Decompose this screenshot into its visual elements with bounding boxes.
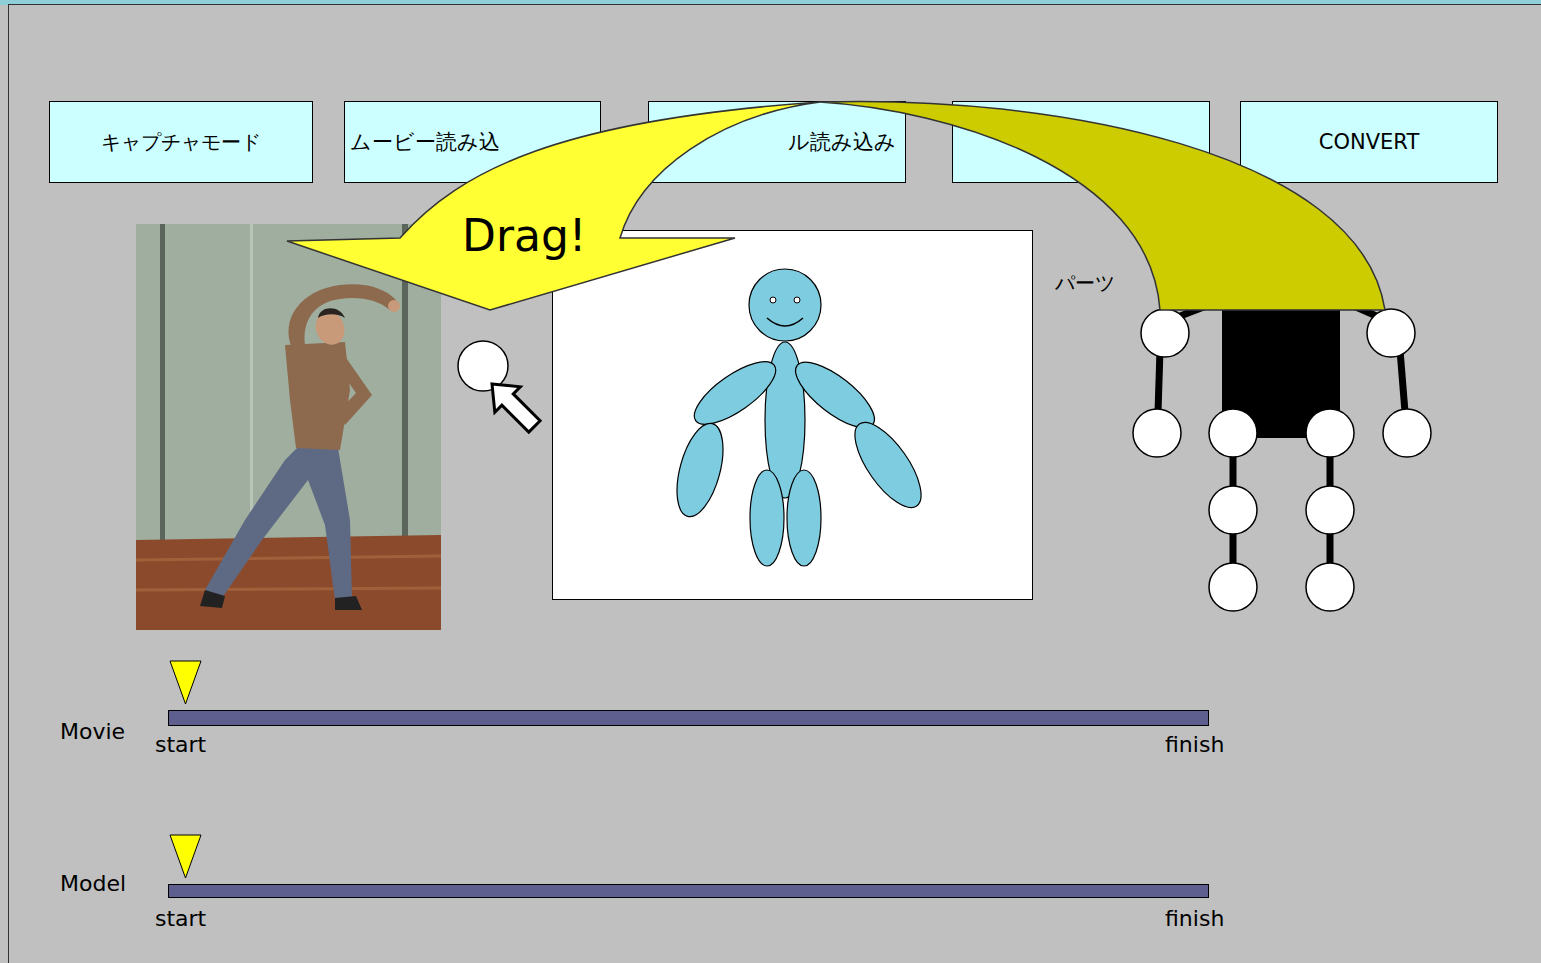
skeleton-model <box>1133 300 1431 611</box>
button-label: ムービー読み込 <box>350 128 500 156</box>
button: キャプチャモード <box>49 101 313 183</box>
button-label: CONVERT <box>1319 130 1419 154</box>
photo <box>136 224 441 630</box>
track-name: Model <box>60 871 126 897</box>
track-start: start <box>155 906 206 932</box>
button-label: キャプチャモード <box>101 129 261 156</box>
track-start: start <box>155 732 206 758</box>
track-name: Movie <box>60 719 125 745</box>
drag-label: Drag! <box>462 210 587 263</box>
button: ル読み込み <box>648 101 906 183</box>
window-frame <box>9 5 1541 963</box>
drag-arrow-front <box>287 102 820 310</box>
circle-and-pointer <box>458 341 547 439</box>
button: ムービー読み込 <box>344 101 601 183</box>
track-finish: finish <box>1165 906 1224 932</box>
button: CONVERT <box>1240 101 1498 183</box>
drag-arrow-back <box>820 101 1385 310</box>
track-finish: finish <box>1165 732 1224 758</box>
button-label: ル読み込み <box>788 128 896 156</box>
button-shapes <box>50 102 1498 183</box>
parts-label: パーツ <box>1055 271 1115 295</box>
model-figure <box>553 231 1033 600</box>
timelines <box>169 661 1209 898</box>
